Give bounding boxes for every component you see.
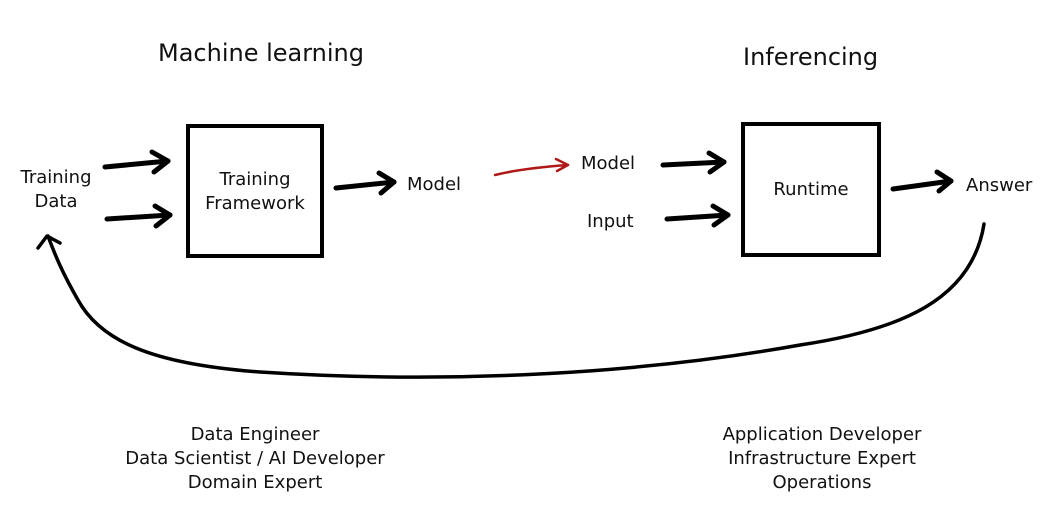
- inferencing-title: Inferencing: [743, 43, 879, 71]
- arrow-training-data-to-framework-upper: [102, 149, 171, 175]
- role-item: Operations: [772, 472, 872, 493]
- role-item: Data Scientist / AI Developer: [125, 448, 385, 469]
- role-item: Application Developer: [722, 424, 922, 445]
- machine-learning-title: Machine learning: [158, 39, 365, 67]
- inferencing-roles: Application Developer Infrastructure Exp…: [707, 423, 937, 495]
- model-output-label: Model: [407, 174, 462, 195]
- feedback-loop-arrow: [36, 222, 986, 379]
- model-input-label: Model: [581, 153, 636, 174]
- answer-label: Answer: [966, 175, 1033, 196]
- arrow-input-to-runtime: [664, 203, 731, 228]
- runtime-label: Runtime: [773, 179, 849, 200]
- arrow-model-transfer: [493, 157, 570, 177]
- training-framework-line-2: Framework: [205, 193, 305, 214]
- input-label: Input: [587, 211, 634, 232]
- training-framework-line-1: Training: [219, 169, 291, 190]
- arrow-training-data-to-framework-lower: [104, 203, 173, 229]
- arrow-framework-to-model: [333, 170, 397, 196]
- training-framework-label: Training Framework: [190, 168, 320, 216]
- role-item: Data Engineer: [190, 424, 320, 445]
- runtime-box: Runtime: [741, 122, 881, 257]
- arrow-runtime-to-answer: [890, 169, 954, 194]
- training-data-line-1: Training: [20, 167, 92, 188]
- arrow-model-to-runtime: [660, 150, 727, 175]
- role-item: Domain Expert: [187, 472, 323, 493]
- training-data-line-2: Data: [34, 191, 78, 212]
- training-framework-box: Training Framework: [186, 124, 324, 258]
- training-data-label: Training Data: [14, 166, 98, 214]
- machine-learning-roles: Data Engineer Data Scientist / AI Develo…: [120, 423, 390, 495]
- role-item: Infrastructure Expert: [728, 448, 916, 469]
